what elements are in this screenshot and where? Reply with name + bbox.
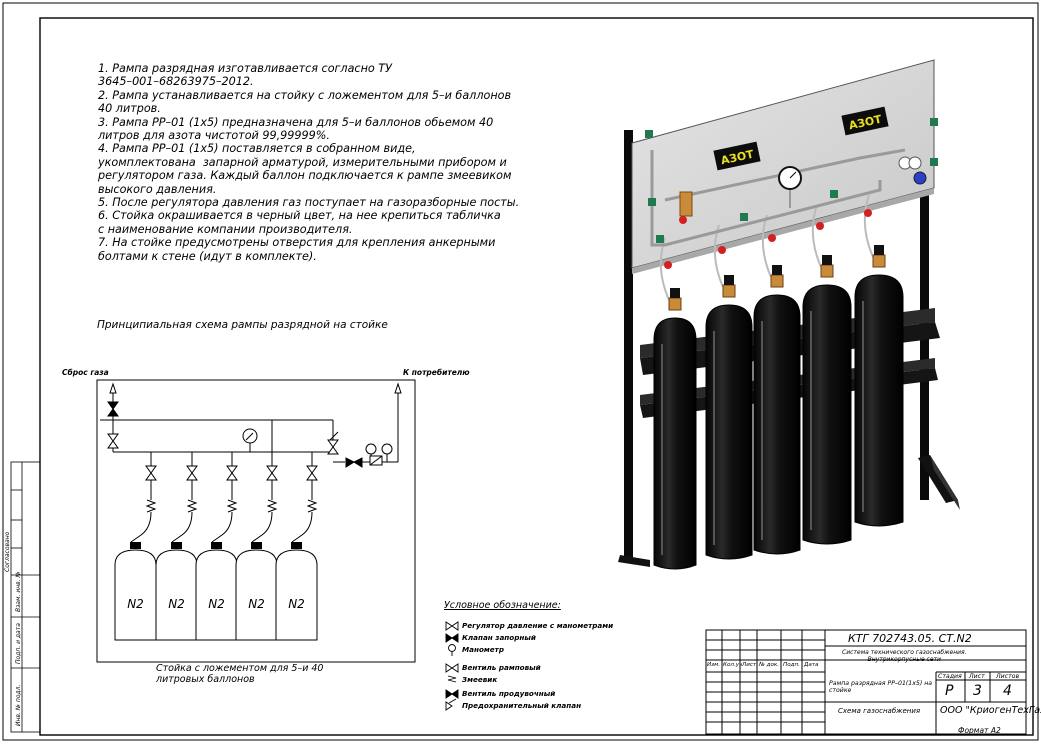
doc-code: КТГ 702743.05. СТ.N2 bbox=[848, 632, 972, 645]
note-5: 5. После регулятора давления газ поступа… bbox=[98, 196, 520, 210]
schematic-cylinder: N2 bbox=[195, 452, 238, 641]
note-3: 3. Рампа РР–01 (1х5) предназначена для 5… bbox=[98, 115, 494, 143]
legend-title: Условное обозначение: bbox=[444, 600, 561, 611]
cylinder-label: N2 bbox=[208, 597, 225, 611]
legend-item-manometer: Манометр bbox=[462, 645, 504, 654]
title-block-grid bbox=[705, 629, 1027, 735]
to-consumer-label: К потребителю bbox=[403, 368, 470, 377]
ramp-cylinders bbox=[653, 194, 904, 570]
stand-caption: Стойка с ложементом для 5–и 40 литровых … bbox=[156, 663, 324, 685]
side-stamp-replace: Взам. инв. № bbox=[15, 571, 22, 612]
schematic bbox=[96, 379, 416, 663]
side-stamp bbox=[10, 461, 41, 733]
gas-release-label: Сброс газа bbox=[62, 368, 109, 377]
stand-post-right bbox=[920, 80, 929, 500]
schematic-cylinder: N2 bbox=[275, 452, 318, 641]
col-sign: Подп. bbox=[783, 662, 800, 668]
stand-post-left bbox=[624, 130, 633, 560]
ramp-fittings bbox=[645, 118, 938, 269]
schematic-cylinder: N2 bbox=[155, 452, 198, 641]
legend-item-coil: Змеевик bbox=[462, 675, 498, 684]
cylinder-label: N2 bbox=[168, 597, 185, 611]
legend-item-safety-valve: Предохранительный клапан bbox=[462, 701, 582, 710]
legend-item-ramp-valve: Вентиль рамповый bbox=[462, 663, 541, 672]
schematic-cylinders: N2 N2 N2 N2 N2 bbox=[114, 452, 318, 641]
side-stamp-sign: Подп. и дата bbox=[15, 623, 22, 664]
panel bbox=[631, 59, 935, 269]
schematic-cylinder: N2 bbox=[235, 452, 278, 641]
stage-header: Стадия bbox=[938, 673, 962, 680]
panel-sign-2: АЗОТ bbox=[841, 106, 889, 136]
scheme-title: Принципиальная схема рампы разрядной на … bbox=[97, 319, 388, 331]
side-stamp-agreed: Согласовано bbox=[4, 531, 11, 572]
legend-item-shutoff-valve: Клапан запорный bbox=[462, 633, 536, 642]
side-stamp-inv: Инв. № подл. bbox=[15, 685, 22, 726]
sheet-value: 3 bbox=[973, 683, 982, 699]
ramp-cylinder bbox=[802, 204, 852, 545]
cylinder-label: N2 bbox=[127, 597, 144, 611]
stage-value: Р bbox=[945, 683, 954, 699]
company-name: ООО "КриогенТехГаз" bbox=[940, 705, 1041, 716]
note-4: 4. Рампа РР–01 (1х5) поставляется в собр… bbox=[98, 142, 512, 196]
col-doc: № док. bbox=[759, 662, 780, 668]
col-kol: Кол.уч bbox=[723, 662, 743, 668]
legend-item-purge-valve: Вентиль продувочный bbox=[462, 689, 556, 698]
ramp-cylinder bbox=[854, 194, 904, 527]
note-6: 6. Стойка окрашивается в черный цвет, на… bbox=[98, 209, 501, 236]
note-7: 7. На стойке предусмотрены отверстия для… bbox=[98, 236, 496, 263]
col-izm: Изм. bbox=[707, 662, 721, 668]
cylinder-label: N2 bbox=[248, 597, 265, 611]
ramp-cylinder bbox=[753, 214, 801, 555]
ramp-cylinder bbox=[653, 237, 697, 570]
notes-list: 1. Рампа разрядная изготавливается согла… bbox=[98, 62, 568, 263]
item-title: Рампа разрядная РР–01(1х5) на стойке bbox=[829, 680, 933, 694]
legend-symbols bbox=[445, 621, 459, 711]
sheet-header: Лист bbox=[969, 673, 985, 680]
inner-border bbox=[39, 17, 1034, 736]
sheets-header: Листов bbox=[996, 673, 1020, 680]
note-2: 2. Рампа устанавливается на стойку с лож… bbox=[98, 88, 512, 116]
cylinder-label: N2 bbox=[288, 597, 305, 611]
col-list: Лист bbox=[742, 662, 757, 668]
format-label: Формат А2 bbox=[958, 726, 1001, 735]
schematic-cylinder: N2 bbox=[114, 452, 157, 641]
panel-sign-1: АЗОТ bbox=[713, 141, 761, 171]
drawing-name: Схема газоснабжения bbox=[838, 707, 921, 715]
col-date: Дата bbox=[804, 662, 819, 668]
legend-item-regulator: Регулятор давление с манометрами bbox=[462, 621, 614, 630]
system-name: Система технического газоснабжения. Внут… bbox=[842, 649, 967, 663]
sheets-value: 4 bbox=[1003, 683, 1012, 699]
note-1: 1. Рампа разрядная изготавливается согла… bbox=[98, 62, 392, 89]
ramp-cylinder bbox=[705, 224, 753, 560]
stand-outline bbox=[96, 379, 416, 663]
